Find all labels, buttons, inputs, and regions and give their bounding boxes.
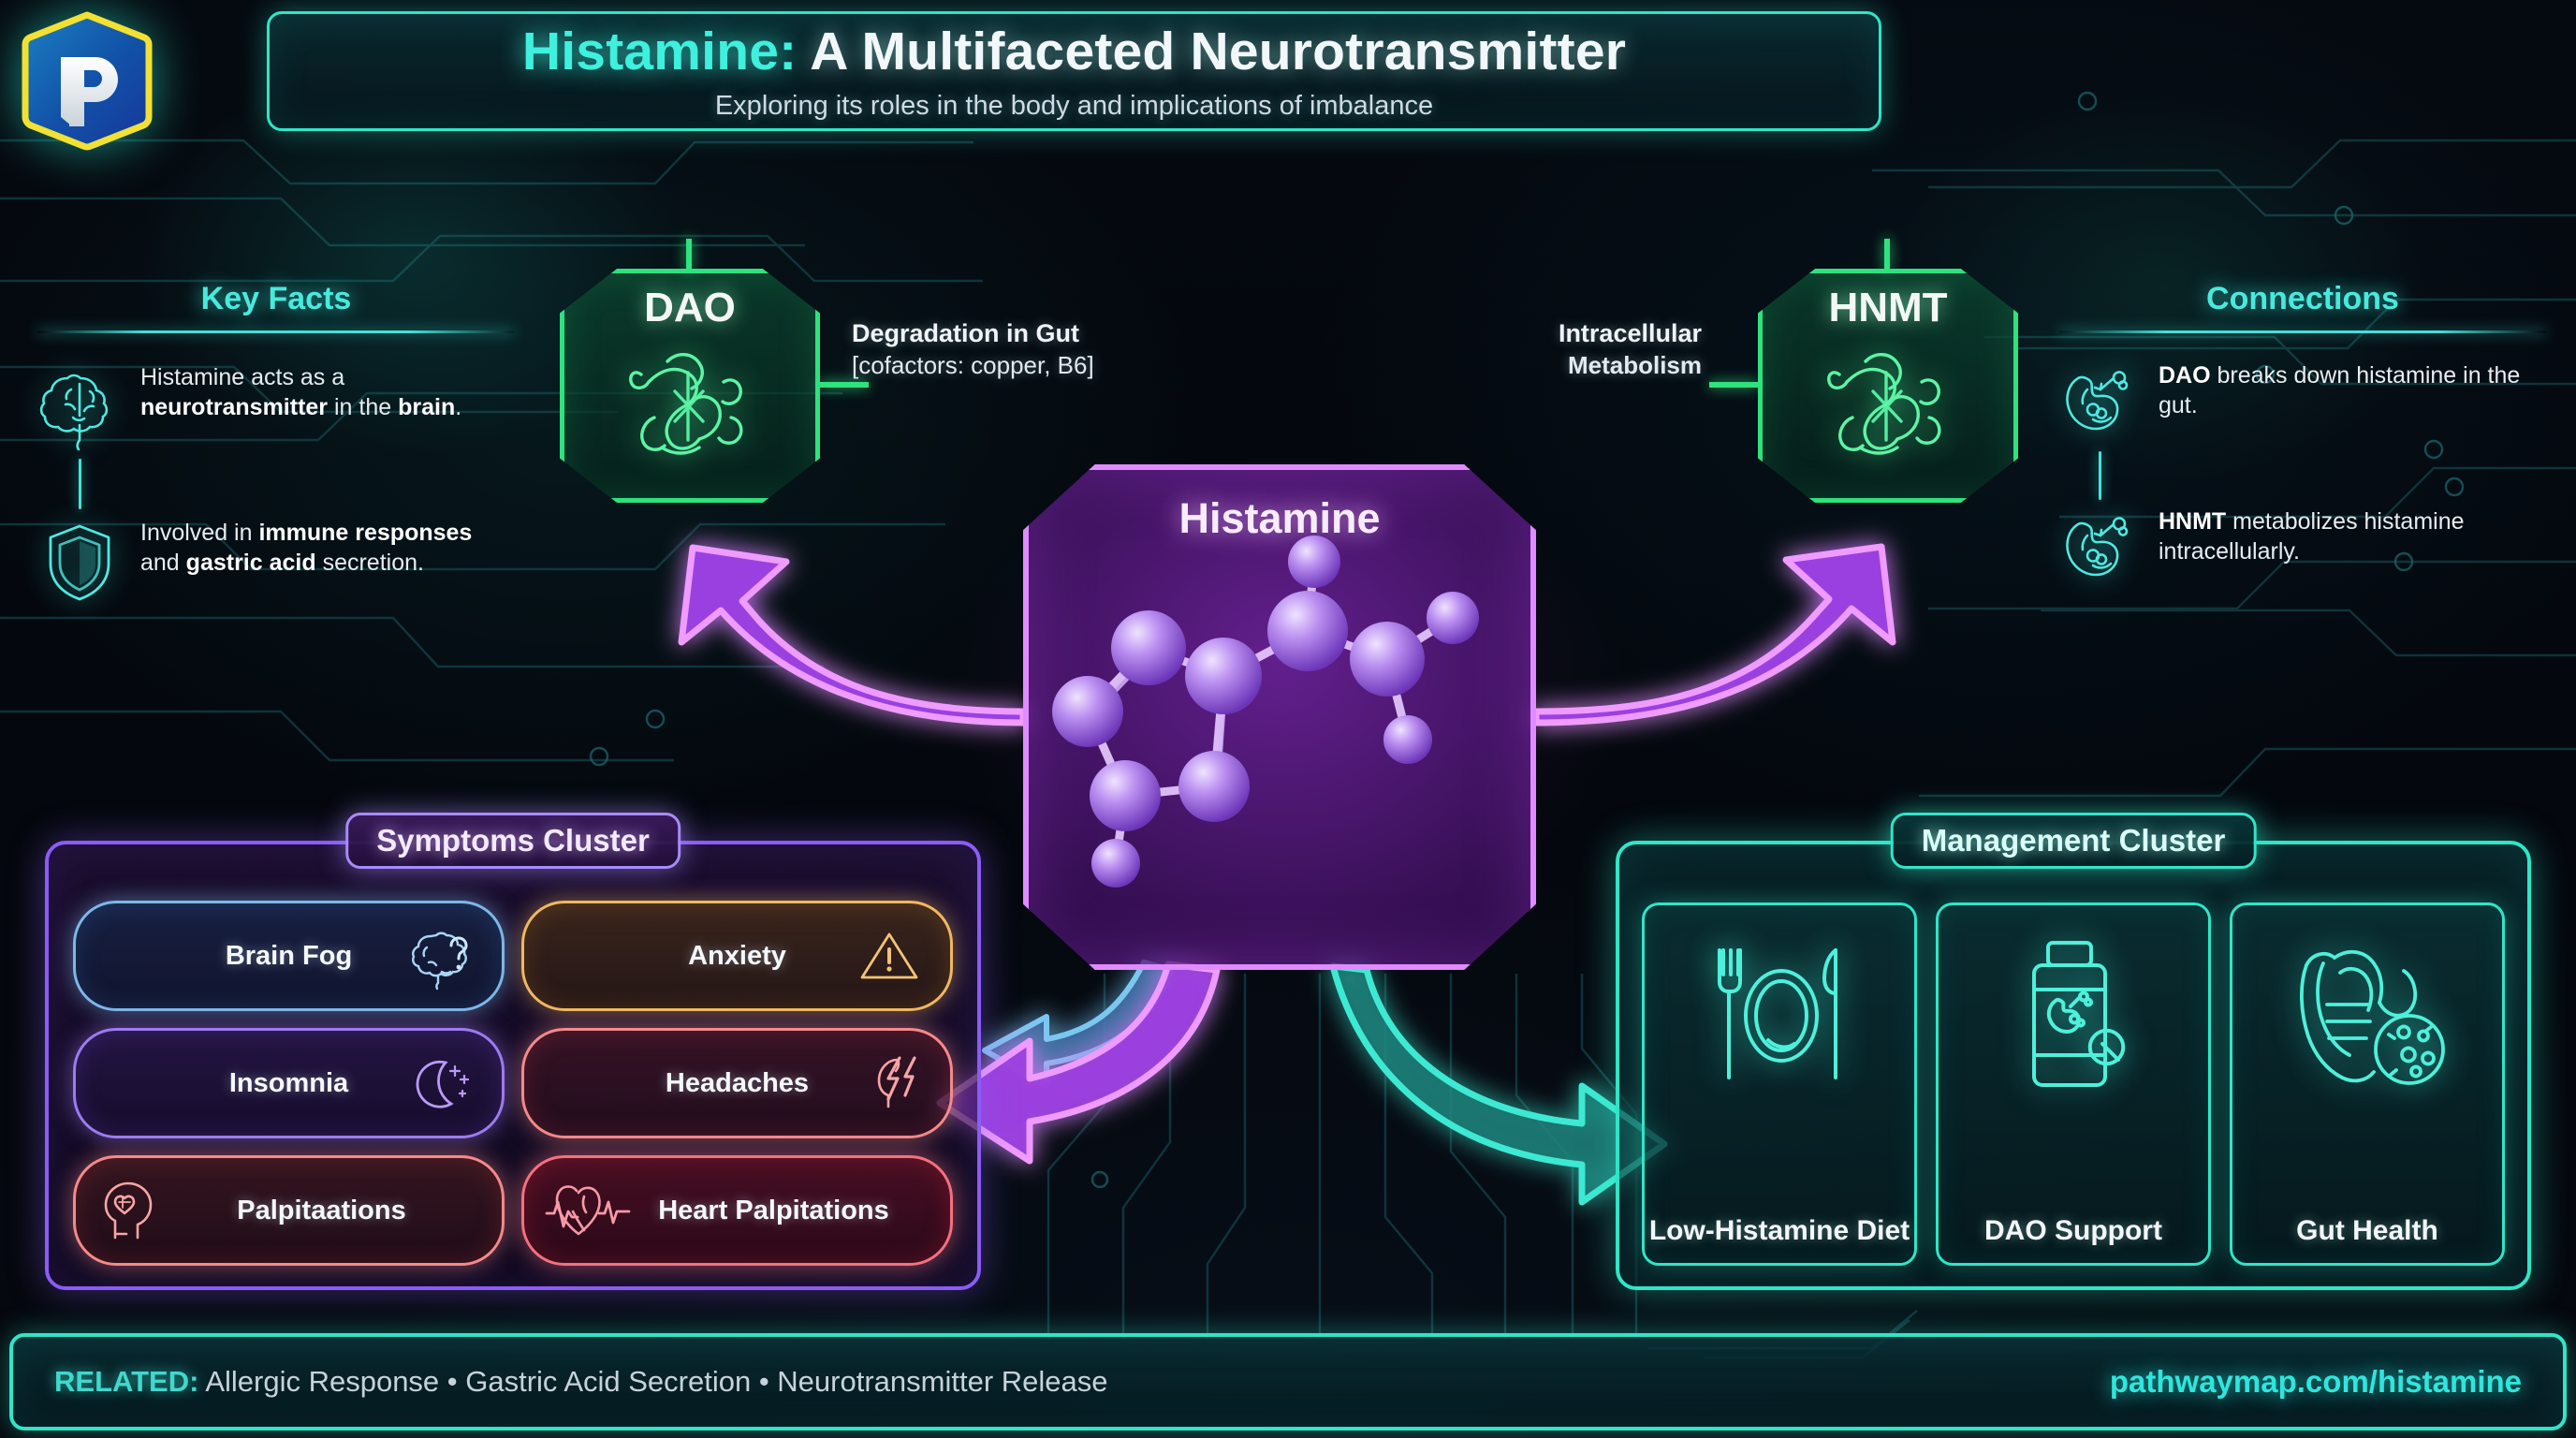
- warning-triangle-icon: [858, 929, 920, 983]
- management-card-low-histamine-diet[interactable]: Low-Histamine Diet: [1642, 902, 1917, 1266]
- symptom-label: Palpitaations: [237, 1195, 406, 1225]
- symptom-label: Brain Fog: [225, 940, 353, 971]
- footer-bar: RELATED: Allergic Response • Gastric Aci…: [9, 1333, 2567, 1431]
- key-fact-item: Involved in immune responses and gastric…: [37, 519, 515, 605]
- symptom-label: Anxiety: [688, 940, 786, 971]
- management-label: Gut Health: [2296, 1215, 2438, 1247]
- management-card-gut-health[interactable]: Gut Health: [2230, 902, 2505, 1266]
- symptoms-list: Brain Fog Anxiety: [73, 901, 953, 1266]
- page-title-rest: A Multifaceted Neurotransmitter: [797, 22, 1627, 81]
- protein-ribbon-icon: [1826, 353, 1940, 455]
- arrow-center-to-hnmt: [1532, 543, 1896, 726]
- management-cluster: Management Cluster Low-Histamine Diet: [1616, 813, 2531, 1290]
- key-facts-connector: [79, 459, 81, 509]
- page-subtitle: Exploring its roles in the body and impl…: [714, 91, 1434, 121]
- key-facts-section: Key Facts Histamine acts as a neurotrans…: [37, 281, 515, 605]
- connection-text: HNMT metabolizes histamine intracellular…: [2159, 508, 2465, 565]
- management-card-dao-support[interactable]: DAO Support: [1936, 902, 2211, 1266]
- page-title-accent: Histamine:: [521, 22, 798, 81]
- symptoms-cluster: Symptoms Cluster Brain Fog Anxiety: [45, 813, 981, 1290]
- key-fact-text: Histamine acts as a neurotransmitter in …: [140, 364, 462, 420]
- moon-stars-icon: [408, 1055, 476, 1111]
- brain-question-icon: [410, 927, 477, 990]
- head-lightning-icon: [862, 1054, 928, 1112]
- connection-text: DAO breaks down histamine in the gut.: [2159, 362, 2521, 418]
- dao-caption-sub: [cofactors: copper, B6]: [852, 351, 1094, 380]
- connections-divider: [2059, 330, 2546, 333]
- dao-caption: Degradation in Gut [cofactors: copper, B…: [852, 318, 1254, 381]
- symptom-label: Heart Palpitations: [658, 1195, 889, 1225]
- key-fact-text: Involved in immune responses and gastric…: [140, 520, 473, 576]
- dao-caption-title: Degradation in Gut: [852, 319, 1079, 347]
- key-facts-heading: Key Facts: [200, 281, 352, 316]
- intestine-microbes-icon: [2278, 939, 2456, 1098]
- arrow-center-to-symptoms: [936, 961, 1221, 1165]
- hnmt-side-stub: [1709, 382, 1758, 388]
- footer-url[interactable]: pathwaymap.com/histamine: [2109, 1364, 2522, 1399]
- enzyme-label: HNMT: [1828, 285, 1948, 330]
- hnmt-caption-title: Intracellular: [1558, 319, 1702, 347]
- footer-related-items: Allergic Response • Gastric Acid Secreti…: [198, 1365, 1108, 1398]
- page-title: Histamine: A Multifaceted Neurotransmitt…: [522, 21, 1626, 82]
- symptom-label: Headaches: [665, 1067, 810, 1098]
- management-list: Low-Histamine Diet DAO Support: [1642, 902, 2505, 1266]
- supplement-bottle-icon: [1994, 939, 2153, 1098]
- shield-icon: [37, 519, 122, 605]
- connections-section: Connections DAO breaks down histamine in…: [2059, 281, 2546, 590]
- stomach-icon: [2059, 507, 2140, 590]
- arrow-center-to-management: [1329, 962, 1668, 1206]
- pathwaymap-logo[interactable]: [17, 6, 157, 154]
- key-fact-item: Histamine acts as a neurotransmitter in …: [37, 363, 515, 451]
- symptom-pill-brain-fog[interactable]: Brain Fog: [73, 901, 505, 1011]
- enzyme-label: DAO: [644, 285, 736, 330]
- management-cluster-title: Management Cluster: [1890, 813, 2257, 869]
- enzyme-node-hnmt[interactable]: HNMT: [1758, 269, 2018, 503]
- symptom-pill-palpitaations[interactable]: Palpitaations: [73, 1155, 505, 1266]
- histamine-title: Histamine: [1178, 494, 1381, 542]
- connections-connector: [2099, 451, 2101, 500]
- symptom-pill-insomnia[interactable]: Insomnia: [73, 1028, 505, 1138]
- plate-cutlery-icon: [1695, 939, 1864, 1098]
- footer-related-label: RELATED:: [54, 1365, 199, 1398]
- symptom-pill-anxiety[interactable]: Anxiety: [521, 901, 953, 1011]
- page-title-banner: Histamine: A Multifaceted Neurotransmitt…: [267, 11, 1881, 131]
- enzyme-node-dao[interactable]: DAO: [560, 269, 820, 503]
- symptom-pill-headaches[interactable]: Headaches: [521, 1028, 953, 1138]
- connections-heading: Connections: [2206, 281, 2399, 316]
- symptom-label: Insomnia: [228, 1067, 349, 1098]
- dao-side-stub: [820, 382, 869, 388]
- protein-ribbon-icon: [628, 353, 742, 455]
- logo-shield-icon: [17, 6, 157, 154]
- stomach-icon: [2059, 361, 2140, 444]
- symptoms-cluster-title: Symptoms Cluster: [345, 813, 681, 869]
- head-heart-icon: [100, 1180, 164, 1241]
- management-label: DAO Support: [1984, 1215, 2162, 1247]
- dao-top-stub: [686, 239, 692, 271]
- histamine-center-node[interactable]: Histamine: [1023, 464, 1536, 970]
- key-facts-divider: [37, 330, 515, 333]
- symptom-pill-heart-palpitations[interactable]: Heart Palpitations: [521, 1155, 953, 1266]
- arrow-center-to-dao: [678, 544, 1027, 726]
- hnmt-caption: Intracellular Metabolism: [1486, 318, 1702, 381]
- heart-ecg-icon: [545, 1180, 631, 1241]
- histamine-molecule-icon: [1052, 536, 1479, 888]
- connection-item: DAO breaks down histamine in the gut.: [2059, 361, 2546, 444]
- footer-related: RELATED: Allergic Response • Gastric Aci…: [54, 1365, 1108, 1399]
- hnmt-top-stub: [1884, 239, 1890, 271]
- connection-item: HNMT metabolizes histamine intracellular…: [2059, 507, 2546, 590]
- management-label: Low-Histamine Diet: [1648, 1215, 1910, 1247]
- brain-icon: [37, 363, 122, 451]
- hnmt-caption-sub: Metabolism: [1567, 351, 1702, 380]
